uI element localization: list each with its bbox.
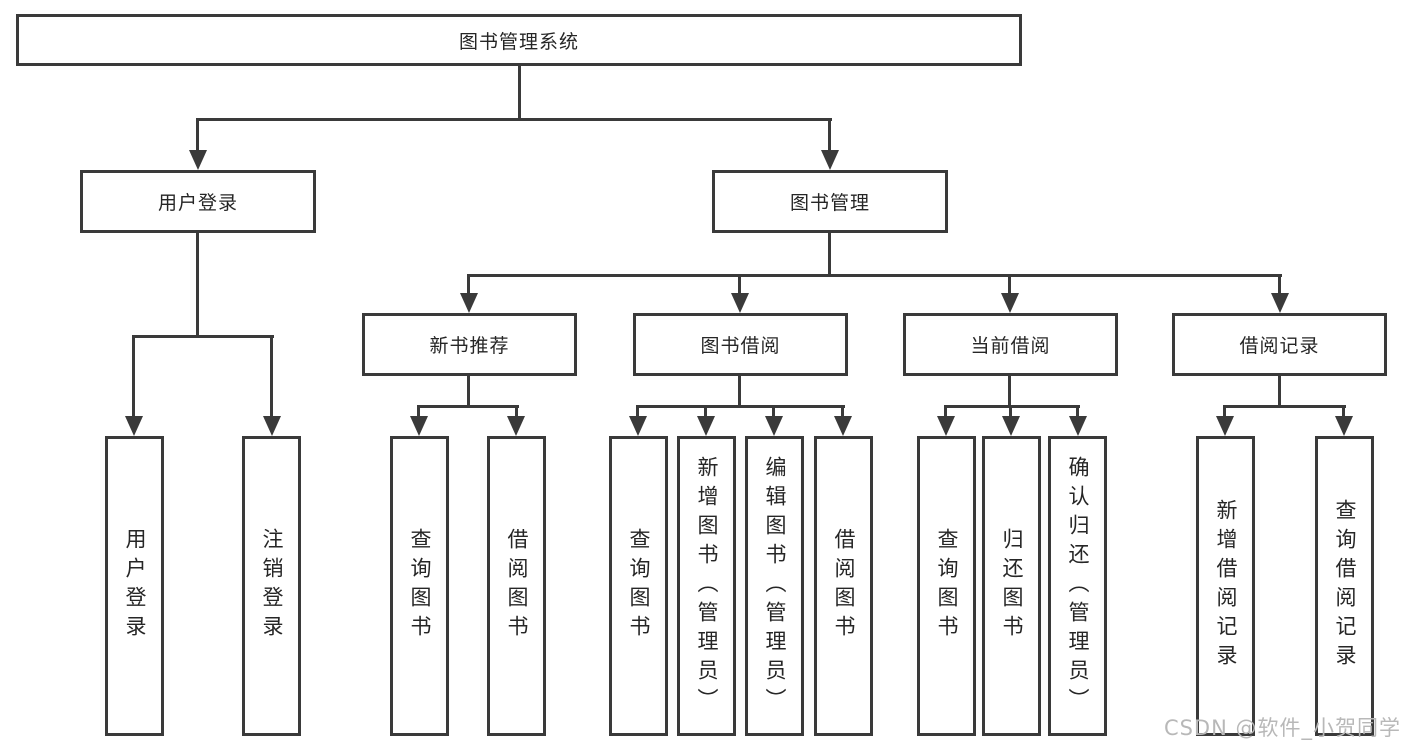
connector-line (467, 376, 470, 407)
arrow-down-icon (125, 416, 143, 436)
arrow-down-icon (1001, 293, 1019, 313)
leaf-logout-label: 注销登录 (260, 528, 284, 644)
leaf-edit-books-admin-label: 编辑图书（管理员） (763, 455, 787, 717)
arrow-down-icon (1271, 293, 1289, 313)
arrow-down-icon (410, 416, 428, 436)
connector-line (1223, 405, 1346, 408)
arrow-down-icon (629, 416, 647, 436)
connector-line (417, 405, 519, 408)
node-book-management-label: 图书管理 (789, 192, 870, 214)
connector-line (1008, 274, 1011, 295)
connector-line (1009, 405, 1012, 418)
connector-line (467, 274, 470, 295)
arrow-down-icon (1216, 416, 1234, 436)
node-borrowing-records: 借阅记录 (1172, 313, 1387, 376)
arrow-down-icon (1002, 416, 1020, 436)
node-user-login-label: 用户登录 (157, 192, 238, 214)
leaf-query-books-borrowing-label: 查询图书 (627, 528, 651, 644)
connector-line (828, 118, 831, 152)
leaf-add-books-admin: 新增图书（管理员） (677, 436, 736, 736)
node-book-borrowing: 图书借阅 (633, 313, 848, 376)
connector-line (841, 405, 844, 418)
arrow-down-icon (1335, 416, 1353, 436)
node-current-borrowing-label: 当前借阅 (970, 335, 1051, 357)
connector-line (518, 66, 521, 118)
node-book-borrowing-label: 图书借阅 (700, 335, 781, 357)
leaf-query-borrow-record: 查询借阅记录 (1315, 436, 1374, 736)
leaf-user-login: 用户登录 (105, 436, 164, 736)
connector-line (738, 376, 741, 407)
connector-line (1342, 405, 1345, 418)
connector-line (270, 335, 273, 418)
leaf-query-books-recommend: 查询图书 (390, 436, 449, 736)
leaf-confirm-return-admin: 确认归还（管理员） (1048, 436, 1107, 736)
arrow-down-icon (834, 416, 852, 436)
leaf-borrow-books-borrowing-label: 借阅图书 (832, 528, 856, 644)
leaf-query-books-borrowing: 查询图书 (609, 436, 668, 736)
node-root-label: 图书管理系统 (458, 30, 579, 53)
connector-line (944, 405, 1080, 408)
leaf-add-books-admin-label: 新增图书（管理员） (695, 455, 719, 717)
leaf-edit-books-admin: 编辑图书（管理员） (745, 436, 804, 736)
leaf-query-books-current-label: 查询图书 (935, 528, 959, 644)
connector-line (132, 335, 274, 338)
connector-line (417, 405, 420, 418)
connector-line (467, 274, 1282, 277)
arrow-down-icon (263, 416, 281, 436)
connector-line (772, 405, 775, 418)
arrow-down-icon (697, 416, 715, 436)
connector-line (1278, 376, 1281, 407)
arrow-down-icon (460, 293, 478, 313)
connector-line (196, 118, 199, 152)
leaf-borrow-books-recommend-label: 借阅图书 (505, 528, 529, 644)
connector-line (1076, 405, 1079, 418)
arrow-down-icon (821, 150, 839, 170)
leaf-query-books-recommend-label: 查询图书 (408, 528, 432, 644)
connector-line (636, 405, 639, 418)
leaf-query-books-current: 查询图书 (917, 436, 976, 736)
leaf-return-books: 归还图书 (982, 436, 1041, 736)
connector-line (1223, 405, 1226, 418)
connector-line (738, 274, 741, 295)
leaf-add-borrow-record: 新增借阅记录 (1196, 436, 1255, 736)
arrow-down-icon (765, 416, 783, 436)
leaf-confirm-return-admin-label: 确认归还（管理员） (1066, 455, 1090, 717)
node-new-book-recommendation-label: 新书推荐 (429, 335, 510, 357)
leaf-return-books-label: 归还图书 (1000, 528, 1024, 644)
connector-line (828, 233, 831, 276)
arrow-down-icon (1069, 416, 1087, 436)
node-root: 图书管理系统 (16, 14, 1022, 66)
connector-line (196, 233, 199, 337)
connector-line (1278, 274, 1281, 295)
connector-line (196, 118, 832, 121)
node-borrowing-records-label: 借阅记录 (1239, 335, 1320, 357)
node-new-book-recommendation: 新书推荐 (362, 313, 577, 376)
leaf-borrow-books-borrowing: 借阅图书 (814, 436, 873, 736)
connector-line (637, 405, 845, 408)
leaf-add-borrow-record-label: 新增借阅记录 (1214, 499, 1238, 673)
node-user-login: 用户登录 (80, 170, 316, 233)
node-book-management: 图书管理 (712, 170, 948, 233)
arrow-down-icon (937, 416, 955, 436)
arrow-down-icon (731, 293, 749, 313)
arrow-down-icon (507, 416, 525, 436)
connector-line (704, 405, 707, 418)
connector-line (515, 405, 518, 418)
connector-line (132, 335, 135, 418)
leaf-logout: 注销登录 (242, 436, 301, 736)
arrow-down-icon (189, 150, 207, 170)
watermark: CSDN @软件_小贺同学 (1163, 716, 1401, 740)
leaf-user-login-label: 用户登录 (123, 528, 147, 644)
leaf-query-borrow-record-label: 查询借阅记录 (1333, 499, 1357, 673)
node-current-borrowing: 当前借阅 (903, 313, 1118, 376)
connector-line (944, 405, 947, 418)
leaf-borrow-books-recommend: 借阅图书 (487, 436, 546, 736)
connector-line (1008, 376, 1011, 407)
